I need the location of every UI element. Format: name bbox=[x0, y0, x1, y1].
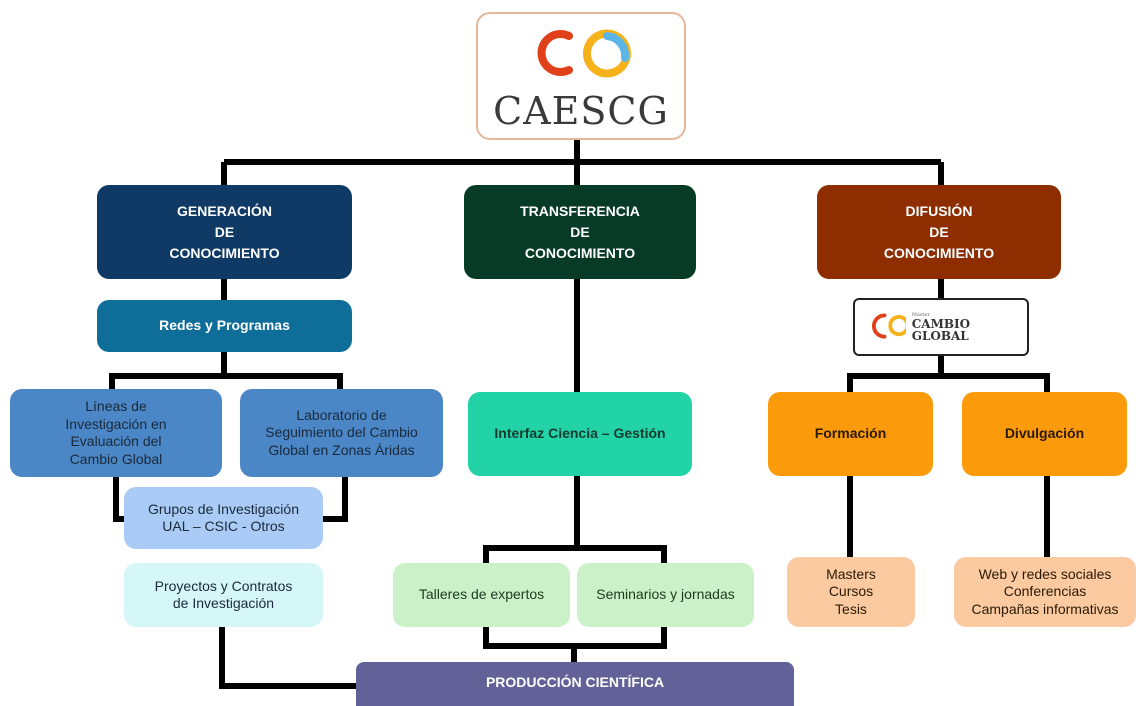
box-line: Grupos de Investigación bbox=[148, 500, 299, 517]
box-line: Conferencias bbox=[1003, 583, 1087, 600]
formacion-items-box: Masters Cursos Tesis bbox=[787, 557, 915, 627]
header-line: CONOCIMIENTO bbox=[883, 244, 995, 261]
box-line: Seguimiento del Cambio bbox=[265, 424, 418, 441]
header-line: DIFUSIÓN bbox=[905, 202, 973, 219]
generacion-header: GENERACIÓN DE CONOCIMIENTO bbox=[97, 185, 352, 279]
header-line: GENERACIÓN bbox=[177, 202, 272, 219]
seminarios-jornadas-box: Seminarios y jornadas bbox=[577, 563, 754, 627]
grupos-investigacion-box: Grupos de Investigación UAL – CSIC - Otr… bbox=[124, 487, 323, 549]
transferencia-header: TRANSFERENCIA DE CONOCIMIENTO bbox=[464, 185, 696, 279]
header-line: DE bbox=[214, 223, 235, 240]
box-line: Laboratorio de bbox=[296, 406, 387, 423]
header-line: DE bbox=[570, 223, 590, 240]
box-line: Cursos bbox=[828, 583, 874, 600]
cambio-global-logo-small: Máster bbox=[911, 311, 930, 318]
box-line: Líneas de bbox=[85, 398, 147, 414]
caescg-logo-box: CAESCG bbox=[476, 12, 686, 140]
interfaz-ciencia-gestion-box: Interfaz Ciencia – Gestión bbox=[468, 392, 692, 476]
lineas-investigacion-box: Líneas de Investigación en Evaluación de… bbox=[10, 389, 222, 477]
box-line: Evaluación del bbox=[70, 433, 162, 449]
header-line: DE bbox=[929, 223, 949, 240]
proyectos-contratos-box: Proyectos y Contratos de Investigación bbox=[124, 563, 323, 627]
caescg-title: CAESCG bbox=[493, 89, 669, 133]
box-line: UAL – CSIC - Otros bbox=[162, 518, 285, 534]
header-line: TRANSFERENCIA bbox=[520, 202, 640, 219]
header-line: CONOCIMIENTO bbox=[169, 244, 280, 261]
divulgacion-box: Divulgación bbox=[962, 392, 1127, 476]
header-line: CONOCIMIENTO bbox=[524, 244, 636, 261]
divulgacion-items-box: Web y redes sociales Conferencias Campañ… bbox=[954, 557, 1136, 627]
cambio-global-logo-name: CAMBIO GLOBAL bbox=[911, 316, 971, 343]
box-line: Tesis bbox=[835, 600, 867, 617]
box-line: Investigación en bbox=[65, 415, 167, 432]
produccion-cientifica-box: PRODUCCIÓN CIENTÍFICA bbox=[356, 662, 794, 706]
caescg-logo-icon bbox=[537, 29, 631, 78]
box-line: de Investigación bbox=[172, 595, 275, 611]
box-line: Proyectos y Contratos bbox=[154, 577, 293, 594]
box-line: Masters bbox=[826, 565, 876, 582]
cambio-global-logo: Máster CAMBIO GLOBAL bbox=[853, 298, 1029, 356]
cambio-global-logo-icon bbox=[872, 313, 906, 339]
talleres-expertos-box: Talleres de expertos bbox=[393, 563, 570, 627]
redes-programas-box: Redes y Programas bbox=[97, 300, 352, 352]
box-line: Cambio Global bbox=[69, 450, 163, 467]
box-line: Web y redes sociales bbox=[978, 565, 1112, 582]
box-line: Global en Zonas Áridas bbox=[268, 441, 415, 458]
difusion-header: DIFUSIÓN DE CONOCIMIENTO bbox=[817, 185, 1061, 279]
box-line: Campañas informativas bbox=[971, 600, 1119, 617]
cambio-global-logo-text: Máster CAMBIO GLOBAL bbox=[911, 311, 1027, 343]
formacion-box: Formación bbox=[768, 392, 933, 476]
laboratorio-box: Laboratorio de Seguimiento del Cambio Gl… bbox=[240, 389, 443, 477]
